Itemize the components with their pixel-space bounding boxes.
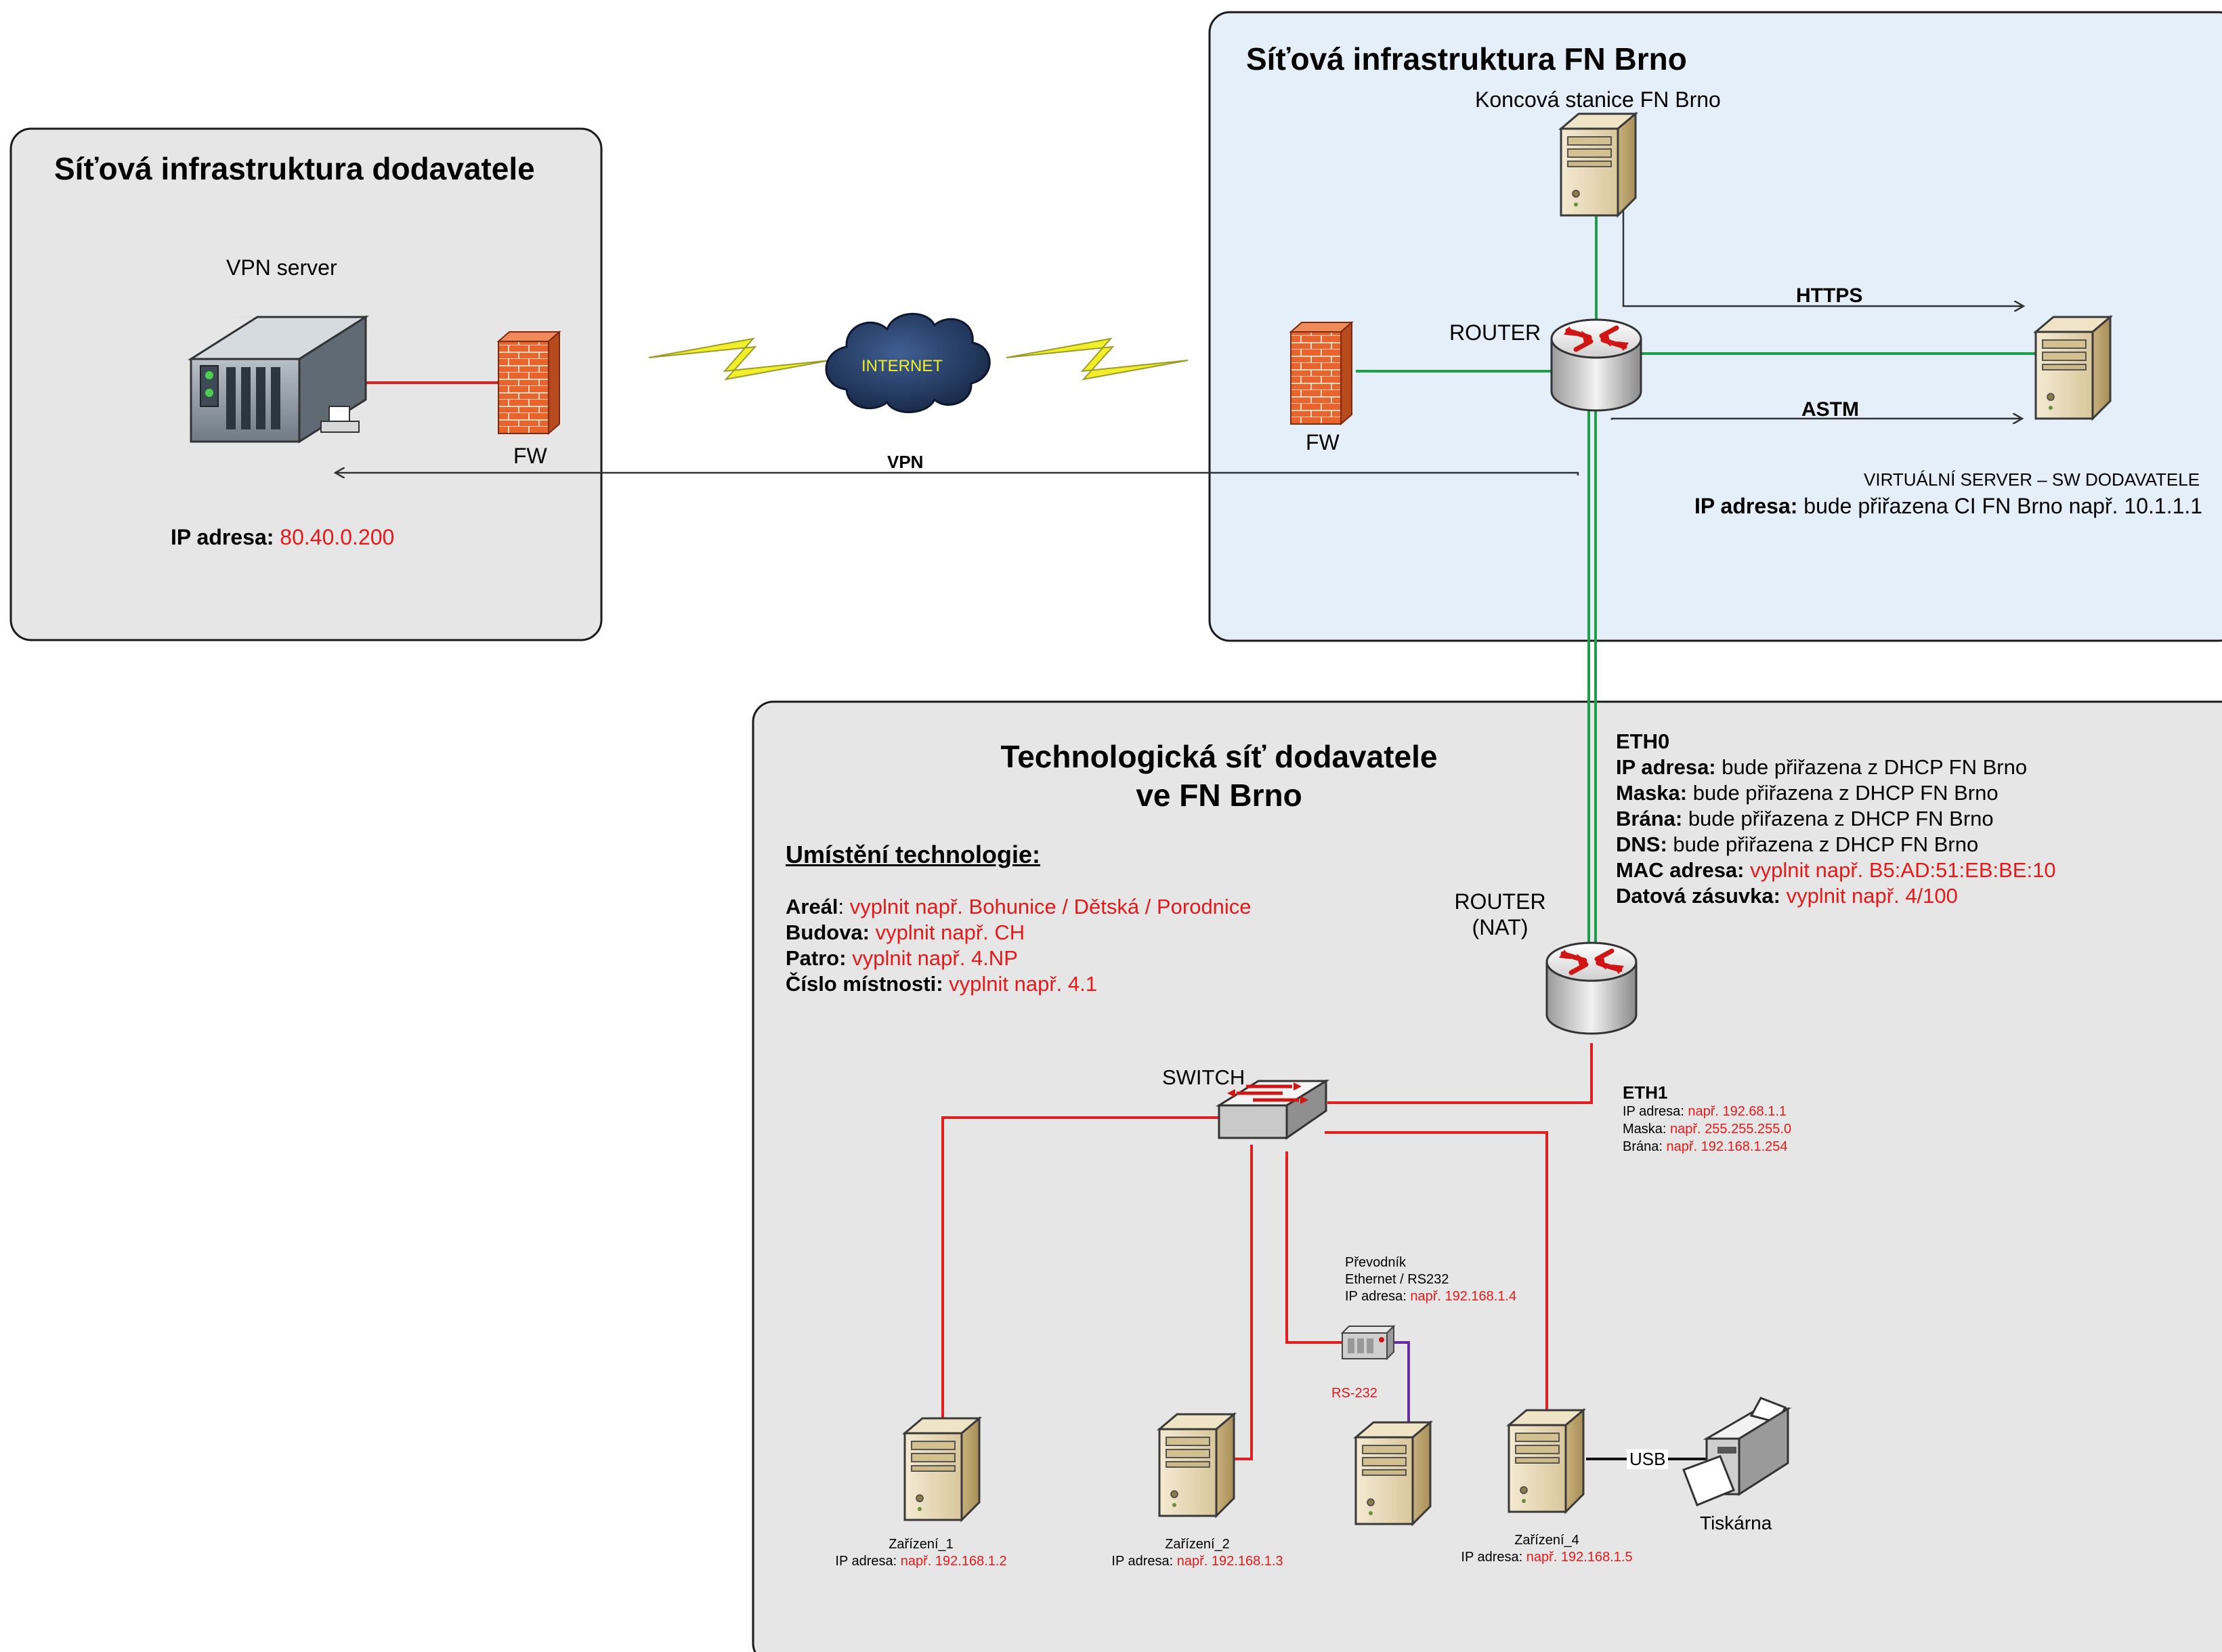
zone-technology xyxy=(752,700,2222,1652)
device3-icon xyxy=(1354,1421,1432,1525)
fn-station-label: Koncová stanice FN Brno xyxy=(1475,87,1721,112)
internet-cloud-icon xyxy=(825,312,991,413)
virtual-server-ip-label: IP adresa: xyxy=(1694,494,1798,518)
link-converter-device3 xyxy=(1388,1341,1410,1422)
eth0-row: DNS: bude přiřazena z DHCP FN Brno xyxy=(1616,832,1979,856)
device1-icon xyxy=(903,1417,981,1521)
link-switch-device2 xyxy=(1234,1145,1253,1460)
eth0-row: Brána: bude přiřazena z DHCP FN Brno xyxy=(1616,807,1994,830)
internet-label: INTERNET xyxy=(861,357,943,375)
device4-icon xyxy=(1508,1409,1585,1513)
zone-title-fn-brno: Síťová infrastruktura FN Brno xyxy=(1246,41,1687,77)
virtual-server-icon xyxy=(2034,316,2112,420)
link-switch-device1 xyxy=(941,1116,1223,1418)
converter-icon xyxy=(1340,1324,1396,1361)
supplier-ip: IP adresa: 80.40.0.200 xyxy=(171,525,395,549)
fn-router-label: ROUTER xyxy=(1449,320,1541,345)
vpn-tunnel-arrow xyxy=(335,473,1579,475)
switch-label: SWITCH xyxy=(1162,1065,1245,1089)
virtual-server-ip: IP adresa: bude přiřazena CI FN Brno nap… xyxy=(1694,494,2202,518)
zone-title-supplier: Síťová infrastruktura dodavatele xyxy=(54,151,535,186)
printer-icon xyxy=(1682,1397,1792,1506)
zone-title-technology-line2: ve FN Brno xyxy=(1136,777,1302,813)
vpn-server-icon xyxy=(187,315,370,444)
router-nat-label: ROUTER (NAT) xyxy=(1454,889,1546,939)
wan-link-bolt-left xyxy=(648,337,831,381)
eth1-title: ETH1 xyxy=(1623,1082,1668,1103)
fn-fw-label: FW xyxy=(1306,430,1340,454)
location-row: Budova: vyplnit např. CH xyxy=(786,920,1025,944)
eth0-row: Datová zásuvka: vyplnit např. 4/100 xyxy=(1616,884,1958,908)
device2-label: Zařízení_2 IP adresa: např. 192.168.1.3 xyxy=(1111,1537,1283,1569)
usb-label: USB xyxy=(1627,1449,1669,1469)
link-routernat-switch xyxy=(1327,1043,1593,1104)
zone-title-technology-line1: Technologická síť dodavatele xyxy=(1000,739,1438,774)
fn-firewall-icon xyxy=(1290,322,1352,425)
location-heading: Umístění technologie: xyxy=(786,841,1041,868)
https-flow-arrow xyxy=(1622,203,2024,306)
virtual-server-label: VIRTUÁLNÍ SERVER – SW DODAVATELE xyxy=(1864,469,2200,490)
zone-fn-brno xyxy=(1208,11,2222,642)
eth0-row: Maska: bude přiřazena z DHCP FN Brno xyxy=(1616,781,1999,805)
link-switch-device4 xyxy=(1325,1131,1548,1410)
printer-label: Tiskárna xyxy=(1700,1512,1772,1533)
https-label: HTTPS xyxy=(1796,284,1863,307)
eth0-row: IP adresa: bude přiřazena z DHCP FN Brno xyxy=(1616,755,2028,779)
router-nat-icon xyxy=(1547,943,1636,1034)
eth0-title: ETH0 xyxy=(1616,729,1670,753)
vpn-server-label: VPN server xyxy=(226,255,337,280)
fn-router-icon xyxy=(1552,320,1641,410)
converter-block: Převodník Ethernet / RS232 IP adresa: na… xyxy=(1345,1255,1517,1304)
eth1-block: ETH1 IP adresa: např. 192.68.1.1 Maska: … xyxy=(1623,1082,1791,1156)
supplier-fw-label: FW xyxy=(513,444,547,468)
eth1-row: Brána: např. 192.168.1.254 xyxy=(1623,1139,1788,1154)
wan-link-bolt-right xyxy=(1006,337,1189,381)
location-row: Číslo místnosti: vyplnit např. 4.1 xyxy=(786,972,1097,996)
device4-label: Zařízení_4 IP adresa: např. 192.168.1.5 xyxy=(1461,1533,1633,1565)
rs232-label: RS-232 xyxy=(1331,1386,1377,1401)
astm-flow-arrow xyxy=(1610,419,2022,420)
location-row: Areál: vyplnit např. Bohunice / Dětská /… xyxy=(786,895,1252,918)
supplier-firewall-icon xyxy=(498,331,560,434)
device2-icon xyxy=(1158,1413,1235,1517)
eth1-row: IP adresa: např. 192.68.1.1 xyxy=(1623,1104,1787,1119)
device1-label: Zařízení_1 IP adresa: např. 192.168.1.2 xyxy=(835,1537,1007,1569)
zone-title-technology: Technologická síť dodavatele ve FN Brno xyxy=(948,740,1490,812)
location-row: Patro: vyplnit např. 4.NP xyxy=(786,946,1018,970)
eth0-row: MAC adresa: vyplnit např. B5:AD:51:EB:BE… xyxy=(1616,858,2056,882)
eth0-block: ETH0 IP adresa: bude přiřazena z DHCP FN… xyxy=(1616,729,2056,909)
supplier-ip-value: 80.40.0.200 xyxy=(280,525,395,549)
supplier-ip-label: IP adresa: xyxy=(171,525,274,549)
astm-label: ASTM xyxy=(1801,398,1859,421)
eth1-row: Maska: např. 255.255.255.0 xyxy=(1623,1122,1792,1137)
vpn-label: VPN xyxy=(887,452,924,472)
location-block: Areál: vyplnit např. Bohunice / Dětská /… xyxy=(786,894,1252,997)
link-switch-converter xyxy=(1285,1151,1342,1344)
fn-station-icon xyxy=(1560,112,1637,217)
switch-icon xyxy=(1215,1079,1330,1140)
virtual-server-ip-value: bude přiřazena CI FN Brno např. 10.1.1.1 xyxy=(1803,494,2203,518)
